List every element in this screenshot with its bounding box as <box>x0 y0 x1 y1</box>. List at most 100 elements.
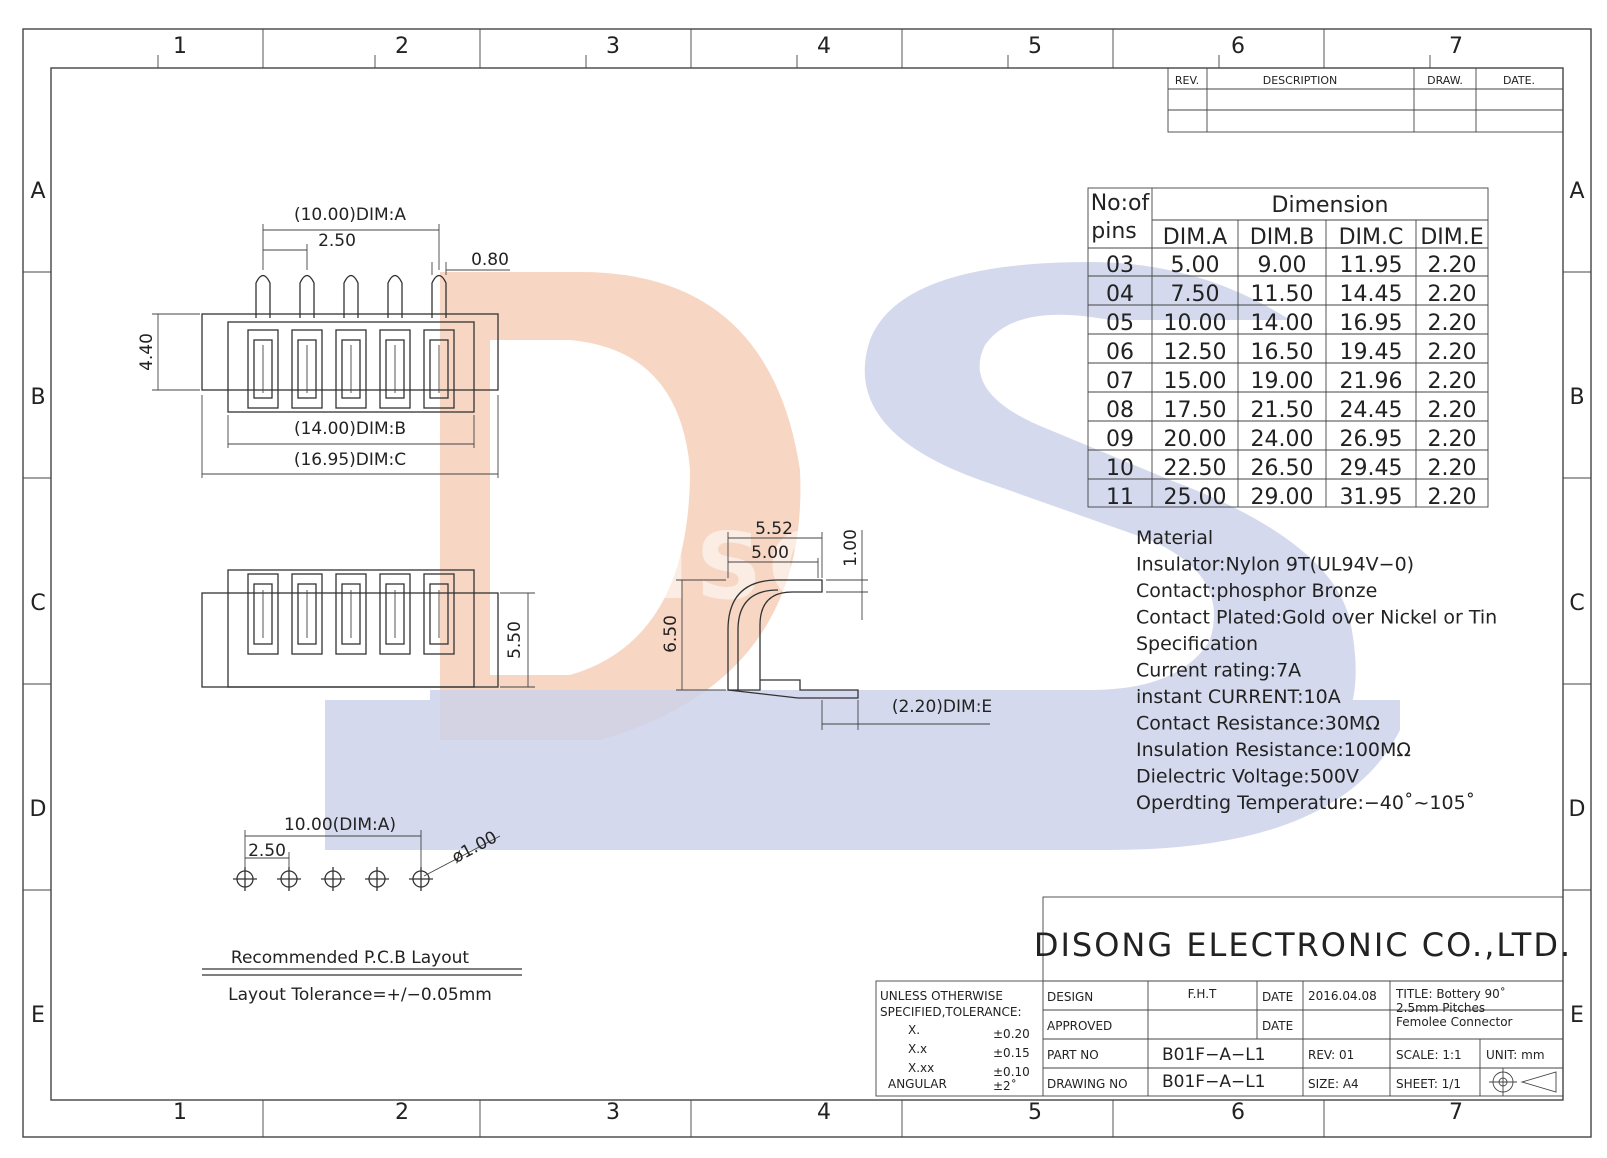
col-header: DIM.A <box>1163 225 1227 250</box>
table-row-lines <box>1088 247 1488 480</box>
table-cell-pins: 06 <box>1106 340 1134 365</box>
col-label: 2 <box>395 1100 409 1125</box>
spec-line: Specification <box>1136 633 1258 655</box>
height-label: 4.40 <box>137 333 157 371</box>
date-header: DATE. <box>1503 74 1535 87</box>
col-header: DIM.B <box>1250 225 1315 250</box>
spec-line: Contact Resistance:30MΩ <box>1136 713 1380 735</box>
draw-header: DRAW. <box>1427 74 1463 87</box>
watermark-letter-d <box>325 262 1400 850</box>
row-label: A <box>1569 179 1584 204</box>
tolerance-label: X.xx <box>908 1061 934 1075</box>
table-cell: 2.20 <box>1428 311 1477 336</box>
row-label: B <box>1569 385 1584 410</box>
table-cell: 26.50 <box>1251 456 1314 481</box>
table-cell: 2.20 <box>1428 282 1477 307</box>
top-view-flange <box>201 313 499 391</box>
top-view: (10.00)DIM:A 2.50 0.80 4.40 (14.00)DIM:B… <box>137 205 510 478</box>
company-name: DISONG ELECTRONIC CO.,LTD. <box>1034 926 1572 964</box>
front-view: 5.50 <box>201 569 535 688</box>
table-cell: 12.50 <box>1164 340 1227 365</box>
tolerance-value: ±0.10 <box>993 1065 1030 1079</box>
drawing-no-value: B01F−A−L1 <box>1162 1072 1265 1092</box>
inner-border <box>50 67 1564 1101</box>
title-line: TITLE: Bottery 90˚ <box>1395 986 1506 1001</box>
design-value: F.H.T <box>1188 987 1217 1001</box>
spec-line: Contact:phosphor Bronze <box>1136 580 1377 602</box>
pins <box>255 274 447 318</box>
col-label: 7 <box>1449 1100 1463 1125</box>
rev-value: REV: 01 <box>1308 1048 1354 1062</box>
table-cell: 14.00 <box>1251 311 1314 336</box>
tolerance-value: ±0.20 <box>993 1027 1030 1041</box>
col-label: 2 <box>395 34 409 59</box>
approved-label: APPROVED <box>1047 1019 1112 1033</box>
table-cell-pins: 08 <box>1106 398 1134 423</box>
pins-header: pins <box>1091 219 1136 244</box>
revision-table: REV. DESCRIPTION DRAW. DATE. <box>1167 67 1564 133</box>
dimension-group-header: Dimension <box>1272 193 1389 218</box>
table-cell: 7.50 <box>1171 282 1220 307</box>
table-cell: 9.00 <box>1258 253 1307 278</box>
col-label: 5 <box>1028 34 1042 59</box>
table-cell: 2.20 <box>1428 485 1477 510</box>
tolerance-label: X. <box>908 1023 920 1037</box>
table-cell: 16.50 <box>1251 340 1314 365</box>
dim-e-label: (2.20)DIM:E <box>892 697 992 717</box>
table-cell: 2.20 <box>1428 427 1477 452</box>
col-label: 4 <box>817 1100 831 1125</box>
side-view-dimension-lines <box>676 530 990 730</box>
watermark-logo: DISONG <box>325 262 1400 850</box>
col-label: 1 <box>173 1100 187 1125</box>
spec-line: Insulation Resistance:100MΩ <box>1136 739 1411 761</box>
pitch-label: 2.50 <box>318 231 356 251</box>
table-cell: 24.00 <box>1251 427 1314 452</box>
side-thickness-label: 1.00 <box>841 529 861 567</box>
pin-width-label: 0.80 <box>471 250 509 270</box>
scale-value: SCALE: 1:1 <box>1396 1048 1462 1062</box>
table-cell: 26.95 <box>1340 427 1403 452</box>
table-cell-pins: 04 <box>1106 282 1134 307</box>
title-block: DISONG ELECTRONIC CO.,LTD. UNLESS OTHERW… <box>875 896 1572 1097</box>
col-label: 3 <box>606 34 620 59</box>
contact-slots <box>247 329 455 409</box>
table-cell: 11.50 <box>1251 282 1314 307</box>
spec-line: Insulator:Nylon 9T(UL94V−0) <box>1136 554 1414 576</box>
front-height-label: 5.50 <box>505 621 525 659</box>
table-cell: 2.20 <box>1428 253 1477 278</box>
row-label: C <box>30 591 45 616</box>
tolerance-label: X.x <box>908 1042 927 1056</box>
dim-b-label: (14.00)DIM:B <box>294 419 406 439</box>
row-label: E <box>31 1003 45 1028</box>
table-cell: 19.45 <box>1340 340 1403 365</box>
table-cell: 15.00 <box>1164 369 1227 394</box>
projection-symbol-icon <box>1489 1068 1557 1096</box>
table-cell: 10.00 <box>1164 311 1227 336</box>
table-cell: 2.20 <box>1428 340 1477 365</box>
table-cell: 24.45 <box>1340 398 1403 423</box>
col-label: 3 <box>606 1100 620 1125</box>
col-label: 6 <box>1231 1100 1245 1125</box>
table-cell: 29.45 <box>1340 456 1403 481</box>
row-label: E <box>1570 1003 1584 1028</box>
col-label: 4 <box>817 34 831 59</box>
row-label: B <box>30 385 45 410</box>
table-cell-pins: 11 <box>1106 485 1134 510</box>
table-cell-pins: 05 <box>1106 311 1134 336</box>
spec-line: Current rating:7A <box>1136 660 1301 682</box>
pcb-dimension-lines <box>244 830 501 877</box>
side-height-label: 6.50 <box>661 615 681 653</box>
row-label: D <box>30 797 47 822</box>
spec-line: Contact Plated:Gold over Nickel or Tin <box>1136 607 1497 629</box>
drawing-frame: 1 2 3 4 5 6 7 1 2 3 4 5 6 7 A B C D E A … <box>22 28 1592 1138</box>
tolerance-header: SPECIFIED,TOLERANCE: <box>880 1005 1022 1019</box>
spec-line: Material <box>1136 527 1213 549</box>
front-view-body <box>227 569 475 688</box>
design-label: DESIGN <box>1047 990 1093 1004</box>
row-label: A <box>30 179 45 204</box>
part-no-label: PART NO <box>1047 1048 1099 1062</box>
date-label: DATE <box>1262 1019 1293 1033</box>
pcb-dim-label: 10.00(DIM:A) <box>284 815 396 835</box>
watermark-letter-b <box>440 272 801 740</box>
